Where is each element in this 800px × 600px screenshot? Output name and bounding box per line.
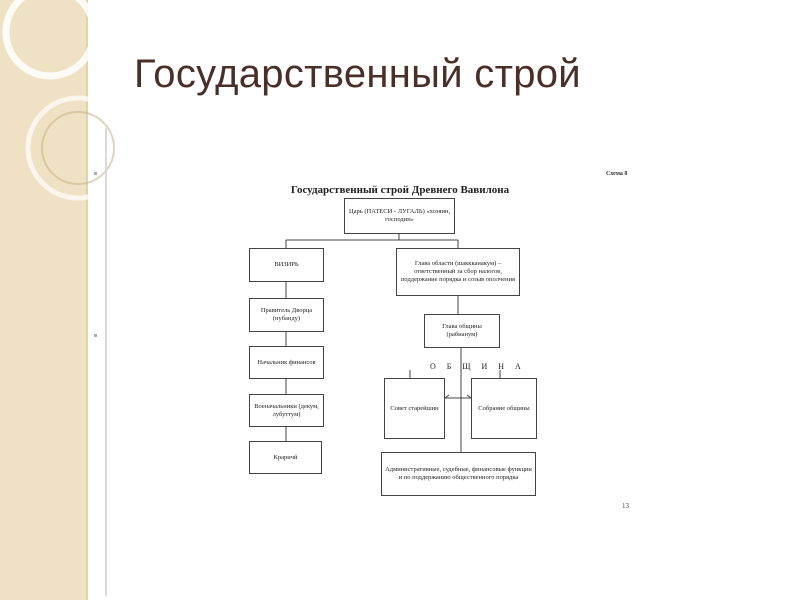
community-head-text: Глава общины (рабианум) bbox=[442, 323, 482, 338]
functions-box: Административные, судебные, финансовые ф… bbox=[381, 452, 536, 496]
palace-manager-text: Правитель Дворца (нубанду) bbox=[260, 307, 313, 322]
document-heading: Государственный строй Древнего Вавилона bbox=[290, 184, 510, 196]
scheme-label: Схема 8 bbox=[606, 171, 628, 177]
connector-arrowhead bbox=[466, 394, 472, 399]
elders-council-text: Совет старейшин bbox=[390, 404, 439, 412]
finance-chief-box: Начальник финансов bbox=[249, 346, 324, 379]
military-commanders-text: Военачальники (декум, лубуттум) bbox=[254, 402, 319, 418]
herald-box: Краричй bbox=[249, 441, 322, 474]
palace-manager-box: Правитель Дворца (нубанду) bbox=[249, 298, 324, 332]
king-box: Царь (ПАТЕСИ - ЛУГАЛЬ) «хозяин, господин… bbox=[344, 198, 455, 234]
vizier-box: ВИЗИРЬ bbox=[249, 248, 324, 282]
community-assembly-text: Собрание общины bbox=[478, 404, 530, 412]
military-commanders-box: Военачальники (декум, лубуттум) bbox=[249, 394, 324, 427]
region-head-text: Глава области (шаккканакум) – ответствен… bbox=[400, 260, 516, 283]
community-head-box: Глава общины (рабианум) bbox=[424, 314, 500, 348]
community-label: О Б Щ И Н А bbox=[430, 362, 526, 371]
slide-title: Государственный строй bbox=[134, 52, 581, 96]
elders-council-box: Совет старейшин bbox=[384, 378, 445, 439]
region-head-box: Глава области (шаккканакум) – ответствен… bbox=[396, 248, 520, 296]
decorative-rings bbox=[2, 0, 130, 201]
king-text: Царь (ПАТЕСИ - ЛУГАЛЬ) «хозяин, господин… bbox=[348, 208, 451, 223]
scan-speck bbox=[94, 334, 97, 337]
scan-edge bbox=[105, 128, 107, 596]
connector-arrowhead bbox=[444, 394, 450, 399]
finance-chief-text: Начальник финансов bbox=[257, 358, 316, 366]
vizier-text: ВИЗИРЬ bbox=[274, 261, 299, 268]
community-assembly-box: Собрание общины bbox=[471, 378, 537, 439]
page-number: 13 bbox=[622, 502, 629, 510]
herald-text: Краричй bbox=[273, 453, 298, 461]
functions-text: Административные, судебные, финансовые ф… bbox=[385, 466, 532, 481]
scan-speck bbox=[94, 172, 97, 175]
